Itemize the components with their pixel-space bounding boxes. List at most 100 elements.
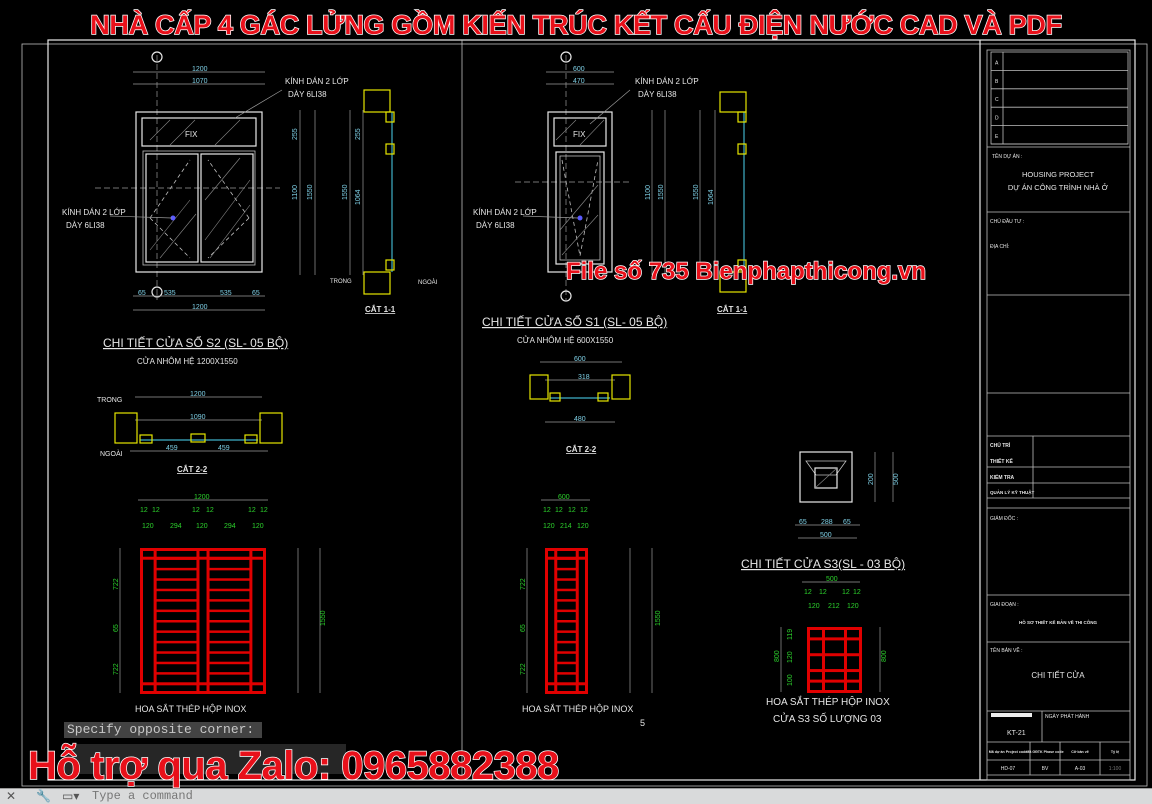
fix-label: FIX <box>573 130 586 139</box>
footer-value: HD-07 <box>1001 766 1016 772</box>
footer-value: 1:100 <box>1109 766 1122 772</box>
grille-bar <box>155 682 198 686</box>
dim-label: 1090 <box>190 414 206 421</box>
grille-bar <box>556 557 577 560</box>
footer-header: Mã GĐTK Phase code <box>1026 750 1063 754</box>
grille-bar <box>208 578 251 581</box>
dim-label: 1100 <box>645 185 652 200</box>
window-s1-section-2-2: 600 318 480 CẮT 2-2 <box>529 356 631 454</box>
outer-frame <box>21 43 1148 787</box>
grille-bar <box>556 640 577 644</box>
s3-grille-caption: HOA SẮT THÉP HỘP INOX <box>766 695 890 708</box>
role-label: KIỂM TRA <box>990 474 1015 481</box>
grille-bar <box>545 548 588 551</box>
drawing-name: CHI TIẾT CỬA <box>1031 670 1085 680</box>
project-name: HOUSING PROJECT <box>1022 170 1095 179</box>
grille-bar <box>155 557 198 560</box>
window-s2-section-2-2: TRONG NGOÀI 1200 1090 459 459 CẮT 2-2 <box>97 391 283 474</box>
s2-subtitle: CỬA NHÔM HỆ 1200X1550 <box>137 357 238 366</box>
close-icon[interactable]: ✕ <box>6 789 17 803</box>
grille-bar <box>155 661 198 665</box>
dim-label: 120 <box>847 603 859 610</box>
grille-bar <box>575 548 579 694</box>
address-label: ĐỊA CHỈ: <box>990 243 1009 250</box>
grille-bar <box>155 567 198 571</box>
glass-note: DÀY 6LI38 <box>638 90 677 99</box>
phase-label: GIAI ĐOẠN : <box>990 602 1019 608</box>
grille-bar <box>545 691 588 694</box>
dim-label: 1200 <box>192 66 208 73</box>
dim-label: 12 <box>568 507 576 514</box>
grille-bar <box>155 630 198 633</box>
window-s2-elevation: FIX 1200 1070 65 535 535 65 1200 1100 15… <box>62 51 349 311</box>
dim-label: 12 <box>819 589 827 596</box>
dim-label: 65 <box>138 290 146 297</box>
s1-grille: 600 12 12 12 12 120 214 120 722 65 722 1… <box>520 494 662 694</box>
dim-label: 459 <box>166 445 178 452</box>
dim-label: 12 <box>206 507 214 514</box>
dim-label: 120 <box>577 523 589 530</box>
grille-bar <box>556 567 577 571</box>
dim-label: 212 <box>828 603 840 610</box>
command-history-panel <box>64 744 346 774</box>
grille-bar <box>844 627 847 693</box>
s2-title: CHI TIẾT CỬA SỔ S2 (SL- 05 BỘ) <box>103 335 288 350</box>
project-name: DỰ ÁN CÔNG TRÌNH NHÀ Ở <box>1008 183 1109 192</box>
dim-label: 500 <box>826 576 838 583</box>
outside-label: NGOÀI <box>100 449 123 458</box>
command-history: Specify opposite corner: <box>64 722 262 738</box>
dim-label: 65 <box>843 519 851 526</box>
dim-label: 1550 <box>320 610 327 626</box>
dim-label: 1100 <box>292 185 299 200</box>
dim-label: 100 <box>787 674 794 686</box>
wrench-icon[interactable]: 🔧 <box>36 789 51 803</box>
inside-label: TRONG <box>330 279 352 285</box>
command-line[interactable]: ✕ 🔧 ▭▾ Type a command <box>0 788 1152 804</box>
dim-label: 318 <box>578 374 590 381</box>
grille-bar <box>556 599 577 602</box>
dim-label: 500 <box>893 473 900 485</box>
dim-label: 722 <box>113 663 120 675</box>
role-label: THIẾT KẾ <box>990 458 1013 465</box>
dim-label: 120 <box>787 651 794 663</box>
grille-bar <box>807 637 862 641</box>
dim-label: 120 <box>808 603 820 610</box>
dim-label: 600 <box>574 356 586 363</box>
grille-bar <box>208 599 251 602</box>
dim-label: 1550 <box>658 184 665 200</box>
revision-label: A <box>995 60 999 66</box>
s1-subtitle: CỬA NHÔM HỆ 600X1550 <box>517 336 614 345</box>
owner-label: CHỦ ĐẦU TƯ : <box>990 218 1024 225</box>
dim-label: 294 <box>170 523 182 530</box>
dim-label: 600 <box>573 66 585 73</box>
dim-label: 65 <box>799 519 807 526</box>
dim-label: 288 <box>821 519 833 526</box>
dim-label: 470 <box>573 78 585 85</box>
s3-grille-caption: CỬA S3 SỐ LƯỢNG 03 <box>773 711 882 725</box>
grille-bar <box>140 556 266 560</box>
glass-note: KÍNH DÁN 2 LỚP <box>473 208 537 217</box>
grille-bar <box>556 620 577 623</box>
dim-label: 1200 <box>190 391 206 398</box>
grille-bar <box>859 627 862 693</box>
section-label: CẮT 1-1 <box>365 305 396 314</box>
grille-bar <box>807 653 862 657</box>
footer-value: A-03 <box>1075 766 1086 772</box>
grille-bar <box>208 609 251 613</box>
command-input[interactable]: Type a command <box>92 789 193 803</box>
dim-label: 1200 <box>194 494 210 501</box>
dim-label: 1550 <box>307 184 314 200</box>
dim-label: 12 <box>192 507 200 514</box>
sheet-number: KT-21 <box>1007 730 1026 737</box>
dim-label: 12 <box>248 507 256 514</box>
grille-bar <box>556 682 577 686</box>
dim-label: 12 <box>842 589 850 596</box>
dim-label: 722 <box>520 663 527 675</box>
window-s1-section-1-1: 1550 1064 CẮT 1-1 <box>693 91 748 314</box>
dim-label: 65 <box>252 290 260 297</box>
s3-grille: 500 12 12 12 12 120 212 120 800 119 120 … <box>774 576 888 693</box>
command-prompt-icon[interactable]: ▭▾ <box>62 789 80 803</box>
grille-bar <box>807 627 810 693</box>
grille-bar <box>545 548 548 694</box>
